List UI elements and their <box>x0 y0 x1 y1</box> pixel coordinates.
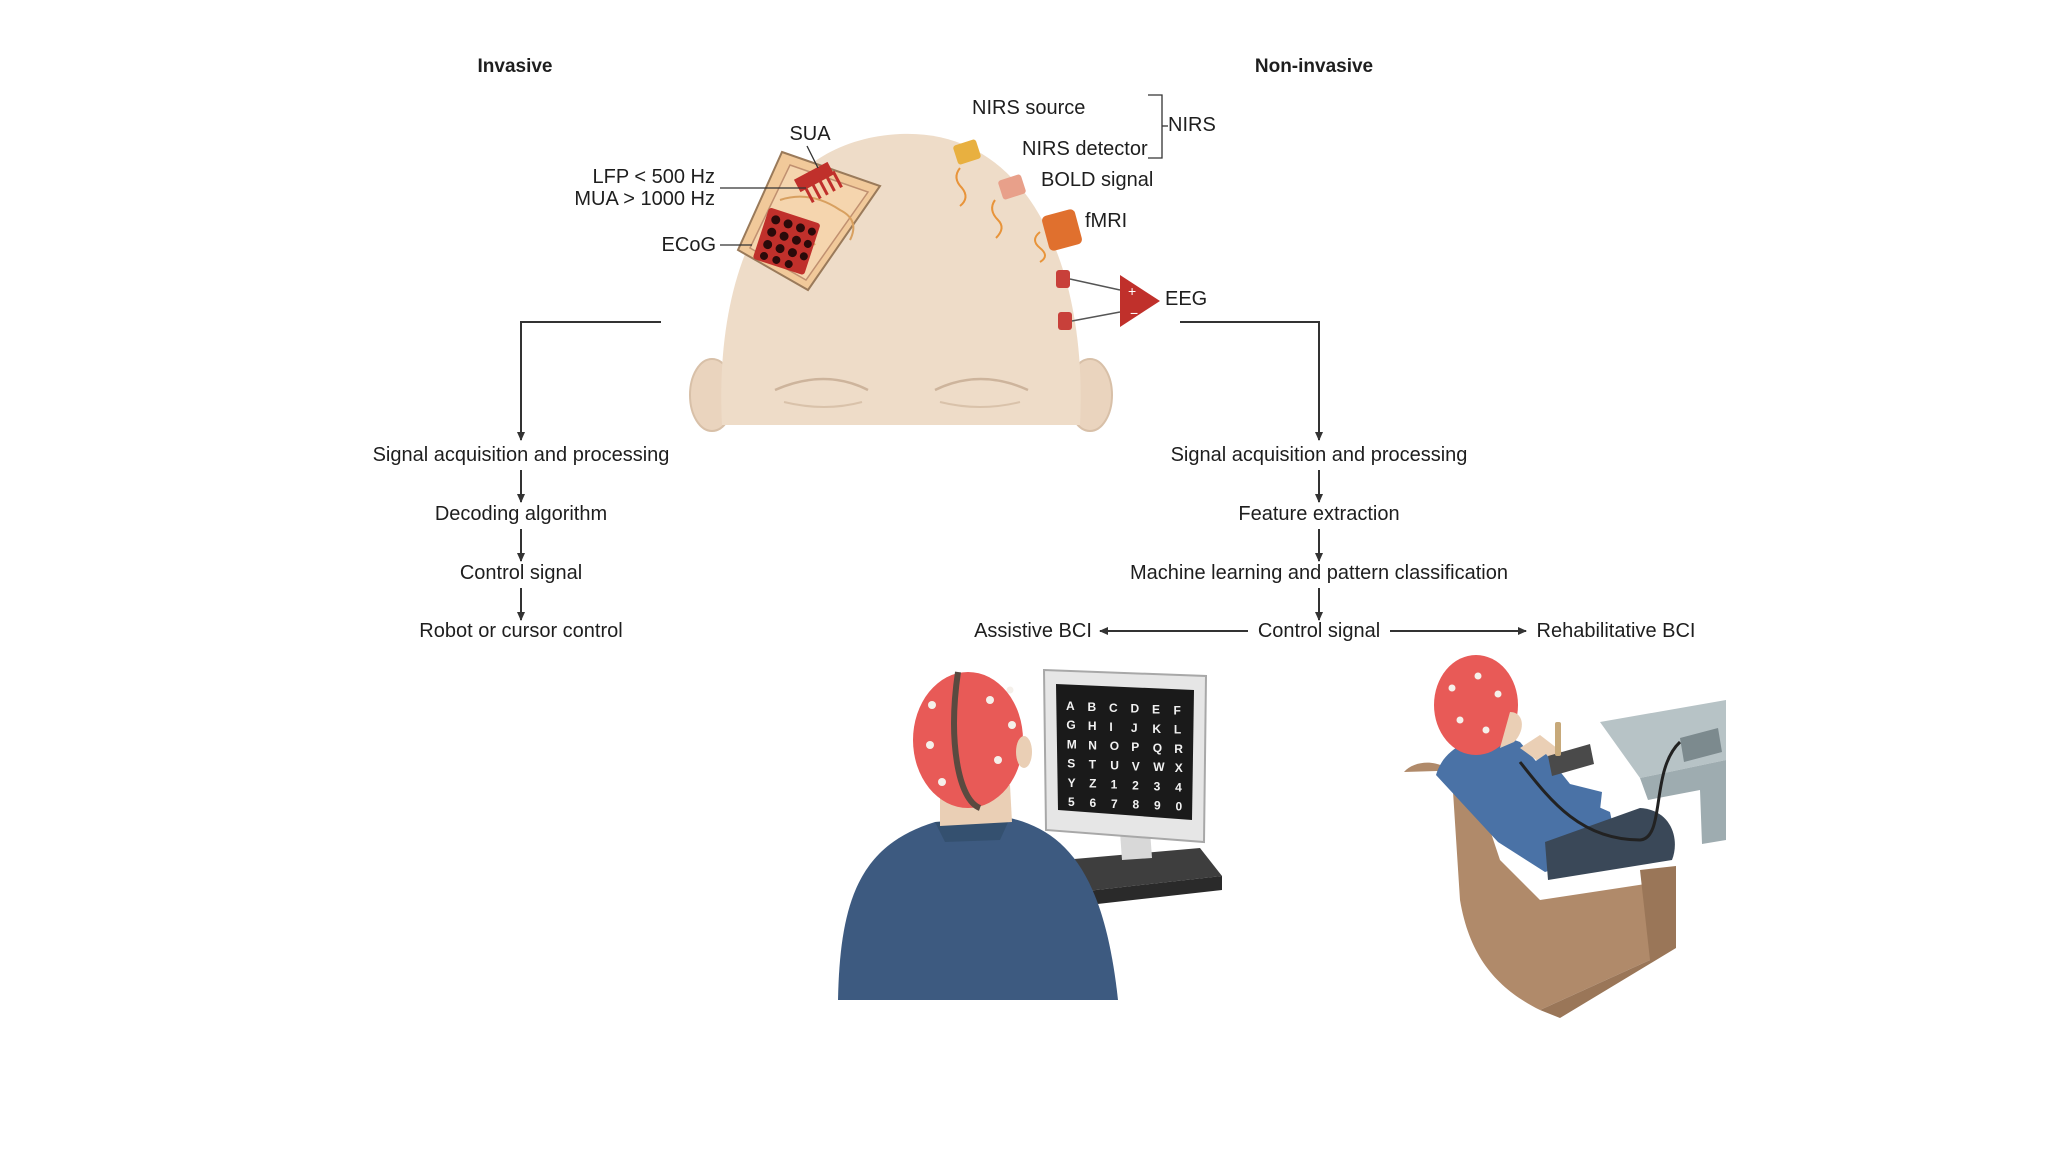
invasive-leaders <box>720 145 819 246</box>
speller-cell: X <box>1175 761 1183 775</box>
speller-cell: C <box>1109 701 1118 715</box>
speller-cell: R <box>1174 742 1183 756</box>
ecog-grid <box>753 208 820 275</box>
speller-cell: T <box>1089 758 1097 772</box>
speller-cell: I <box>1109 720 1112 734</box>
speller-cell: G <box>1066 718 1075 732</box>
speller-cell: 0 <box>1176 800 1183 814</box>
svg-text:−: − <box>1130 305 1138 321</box>
lfp-label: LFP < 500 Hz <box>592 166 715 188</box>
bold-signal-label: BOLD signal <box>1041 169 1154 191</box>
left-eyelid <box>774 377 869 392</box>
nirs-detector-label: NIRS detector <box>1022 138 1148 160</box>
speller-cell: M <box>1067 737 1077 751</box>
fmri-sensor <box>1042 209 1082 251</box>
invasive-step-1: Signal acquisition and processing <box>372 444 670 466</box>
noninvasive-sensors: + − <box>953 139 1160 330</box>
speller-cell: W <box>1153 760 1165 774</box>
speller-cell: 4 <box>1175 780 1182 794</box>
speller-cell: J <box>1131 721 1138 735</box>
invasive-step-2: Decoding algorithm <box>434 503 608 525</box>
nirs-label: NIRS <box>1168 114 1216 136</box>
nirs-source-sensor <box>953 139 981 165</box>
speller-cell: 2 <box>1132 779 1139 793</box>
speller-cell: K <box>1152 722 1161 736</box>
mua-label: MUA > 1000 Hz <box>574 188 715 210</box>
speller-cell: 3 <box>1154 779 1161 793</box>
noninvasive-header: Non-invasive <box>1254 56 1374 77</box>
eeg-label: EEG <box>1165 288 1208 310</box>
speller-cell: L <box>1174 723 1181 737</box>
eeg-cap <box>913 672 1023 808</box>
speller-cell: E <box>1152 703 1160 717</box>
speller-cell: Y <box>1068 776 1076 790</box>
speller-cell: H <box>1088 719 1097 733</box>
invasive-step-4: Robot or cursor control <box>419 620 623 642</box>
invasive-header: Invasive <box>477 56 553 77</box>
noninvasive-step-1: Signal acquisition and processing <box>1170 444 1468 466</box>
speller-cell: 9 <box>1154 799 1161 813</box>
speller-cell: 8 <box>1133 798 1140 812</box>
implant-illustration <box>736 150 882 292</box>
right-eyelid <box>934 377 1029 392</box>
nirs-detector-sensor <box>998 174 1026 200</box>
flow-arrows <box>517 321 1527 635</box>
speller-cell: N <box>1088 738 1097 752</box>
sua-label: SUA <box>789 123 831 145</box>
eeg-amplifier-triangle <box>1120 275 1160 327</box>
speller-cell: U <box>1110 758 1119 772</box>
noninvasive-step-4: Control signal <box>1257 620 1381 642</box>
speller-cell: 6 <box>1090 796 1097 810</box>
speller-cell: B <box>1088 700 1097 714</box>
nirs-bracket <box>1148 94 1168 159</box>
speller-cell: P <box>1131 740 1139 754</box>
speller-cell: A <box>1066 699 1075 713</box>
invasive-step-3: Control signal <box>459 562 583 584</box>
armchair <box>1404 762 1674 1010</box>
speller-cell: V <box>1132 759 1140 773</box>
eeg-cap-electrodes <box>926 686 1016 786</box>
speller-cell: Q <box>1153 741 1162 755</box>
speller-cell: O <box>1110 739 1119 753</box>
seated-person-eeg-cap <box>1434 655 1518 755</box>
speller-cell: 1 <box>1111 778 1118 792</box>
rehabilitative-bci-illustration <box>1404 655 1726 1018</box>
eeg-electrode-2 <box>1058 312 1072 330</box>
svg-text:+: + <box>1128 283 1136 299</box>
speller-cell: Z <box>1089 777 1096 791</box>
microelectrode-array <box>793 161 843 203</box>
noninvasive-step-2: Feature extraction <box>1238 503 1400 525</box>
fmri-label: fMRI <box>1085 210 1128 232</box>
ecog-label: ECoG <box>661 234 716 256</box>
rehabilitative-bci-label: Rehabilitative BCI <box>1536 620 1696 642</box>
speller-cell: 7 <box>1111 797 1118 811</box>
speller-cell: S <box>1067 757 1075 771</box>
noninvasive-step-3: Machine learning and pattern classificat… <box>1130 562 1508 584</box>
speller-cell: D <box>1131 702 1140 716</box>
person-shirt <box>838 818 1118 1000</box>
nirs-source-label: NIRS source <box>972 97 1086 119</box>
speller-cell: F <box>1174 704 1181 718</box>
eeg-electrode-1 <box>1056 270 1070 288</box>
speller-cell: 5 <box>1068 795 1075 809</box>
assistive-bci-label: Assistive BCI <box>974 620 1092 642</box>
